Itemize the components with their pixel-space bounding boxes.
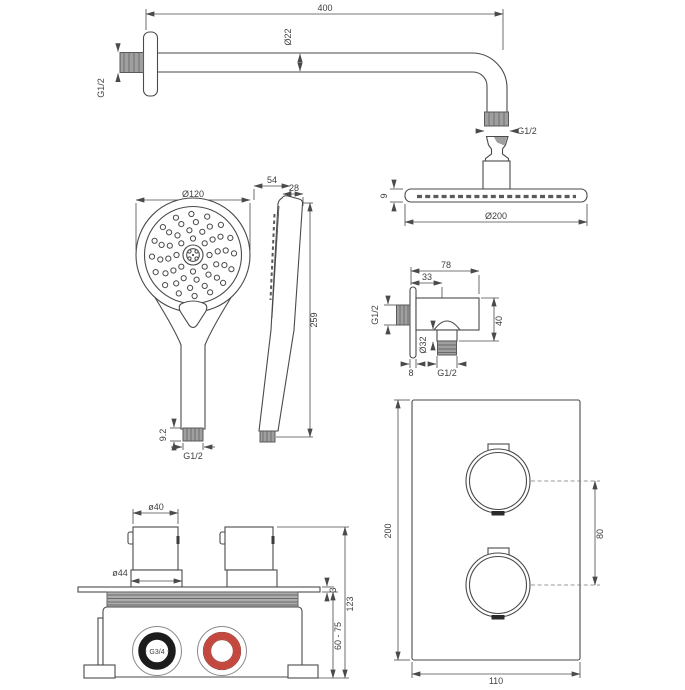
dim-trim-width: 110: [489, 676, 503, 685]
trim-plate-view: 200 110 80: [383, 399, 605, 686]
dim-outlet-offset: 33: [422, 272, 432, 282]
head-neck-cylinder: [482, 160, 511, 190]
profile-thread: [259, 430, 276, 443]
arm-tube-outer: [158, 52, 508, 112]
dim-valve-handle-diameter: ø40: [148, 502, 164, 512]
rain-head-view: 9 Ø200: [379, 179, 588, 226]
arm-wall-thread: [119, 52, 144, 73]
wall-outlet-view: 78 33 G1/2 Ø32 40: [370, 260, 504, 378]
dim-rain-head-diameter: Ø200: [485, 211, 507, 221]
dim-outlet-depth: 78: [441, 260, 451, 270]
dim-arm-length: 400: [317, 3, 332, 13]
dim-outlet-wall-thread: G1/2: [370, 305, 380, 325]
outlet-neck: [436, 329, 458, 342]
hand-shower-mode-button: [182, 244, 204, 266]
hand-shower-front-view: Ø120 9.2 G1/2: [135, 189, 251, 461]
outlet-wall-plate: [409, 286, 417, 359]
dim-valve-total-height: 123: [345, 596, 355, 611]
outlet-dome: [433, 320, 461, 331]
dim-outlet-bottom-thread: G1/2: [437, 368, 457, 378]
valve-foot-right: [287, 664, 319, 679]
valve-port-black: G3/4: [132, 626, 182, 676]
valve-port-red: [197, 626, 247, 676]
outlet-body: [415, 297, 480, 331]
valve-foot-left: [83, 664, 116, 679]
dim-outlet-height: 40: [494, 316, 504, 326]
hand-shower-neck-cutout: [178, 300, 208, 329]
dim-arm-outlet-thread: G1/2: [517, 126, 537, 136]
valve-body-view: ø40 ø44: [77, 502, 355, 679]
profile-face-edge: [271, 205, 280, 319]
dim-hand-shower-head-depth: 28: [289, 183, 299, 193]
hand-shower-profile: [258, 195, 304, 432]
trim-handle-top: [465, 443, 531, 516]
valve-stem-right: [219, 526, 278, 588]
dim-outlet-plate-thickness: 8: [408, 368, 413, 378]
head-ball-joint: [484, 135, 510, 162]
dim-valve-connection-thread: G3/4: [149, 649, 164, 656]
arm-outlet-thread: [484, 111, 509, 127]
dim-trim-height: 200: [383, 523, 393, 538]
arm-wall-flange: [142, 31, 159, 97]
dim-arm-pipe-diameter: Ø22: [283, 28, 293, 45]
dim-hand-shower-diameter: Ø120: [182, 189, 204, 199]
hand-shower-side-view: 54 28 259: [253, 175, 319, 443]
trim-plate: [411, 399, 581, 661]
dim-hand-shower-thread-length: 9.2: [158, 429, 168, 442]
dim-hand-shower-overall-depth: 54: [267, 175, 277, 185]
trim-handle-bottom: [465, 547, 531, 620]
outlet-bottom-thread: [437, 340, 457, 356]
valve-stem-left: [127, 526, 183, 588]
hand-shower-nozzles: [148, 210, 238, 300]
dim-hand-shower-length: 259: [309, 312, 319, 327]
rain-head-plate: [404, 188, 588, 203]
hand-shower-thread: [182, 427, 204, 442]
dim-outlet-flange-diameter: Ø32: [418, 336, 428, 353]
dim-valve-base-diameter: ø44: [112, 568, 128, 578]
arm-tube-inner: [158, 71, 488, 112]
shower-arm-view: 400 Ø22 G1/2 G1/2: [96, 3, 537, 190]
dim-valve-plate-thickness: 3: [328, 587, 338, 592]
valve-side-tab: [97, 617, 104, 669]
dim-rain-head-thickness: 9: [379, 193, 389, 198]
dim-trim-handle-spacing: 80: [595, 529, 605, 539]
valve-seal-band: [106, 591, 299, 608]
dim-arm-wall-thread: G1/2: [96, 78, 106, 98]
profile-nozzle-row: [269, 213, 276, 301]
dim-hand-shower-thread: G1/2: [183, 451, 203, 461]
outlet-wall-thread: [396, 304, 411, 326]
valve-mounting-plate: [77, 586, 321, 593]
dim-valve-installation-depth: 60 - 75: [333, 622, 343, 650]
